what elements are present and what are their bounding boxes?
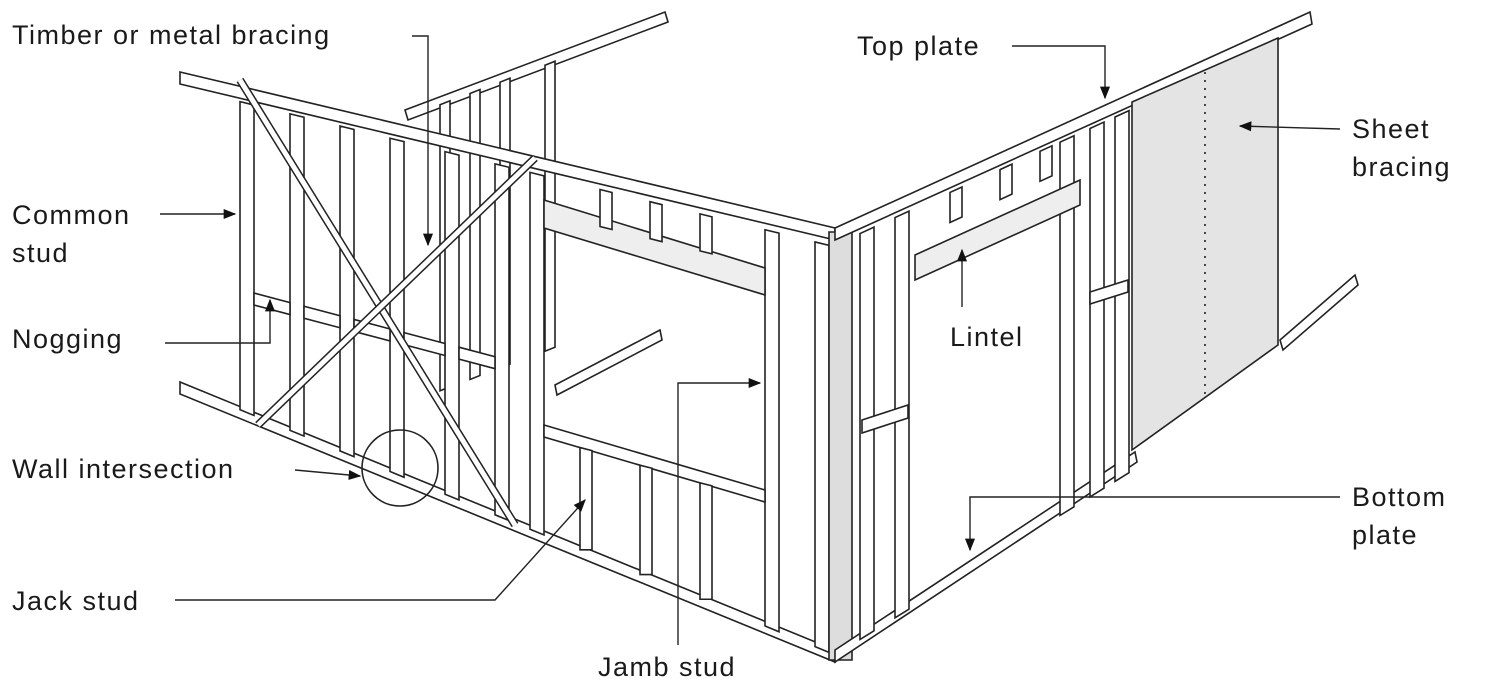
wall-intersection-circle <box>361 429 439 507</box>
label-jack-stud: Jack stud <box>12 586 140 616</box>
stud <box>814 240 830 654</box>
cripple-stud <box>1039 144 1053 183</box>
leader-timber-bracing <box>412 35 434 247</box>
back-wall-bottom-plate <box>554 328 663 397</box>
corner-stud <box>828 231 853 661</box>
nogging <box>458 346 496 370</box>
label-bottom-plate-line1: Bottom <box>1352 482 1447 512</box>
leader-jack-stud <box>175 499 586 601</box>
label-timber-bracing: Timber or metal bracing <box>12 20 331 50</box>
leader-top-plate <box>1012 45 1111 100</box>
stud <box>1114 109 1130 483</box>
right-wall-top-plate <box>834 10 1313 242</box>
leader-jamb-stud <box>677 377 762 645</box>
stud <box>289 112 305 438</box>
cripple-stud <box>599 188 613 231</box>
sheet-bracing-panel <box>1131 36 1279 452</box>
stud <box>764 228 780 633</box>
nogging <box>303 305 341 329</box>
cripple-stud <box>699 212 713 255</box>
label-bottom-plate-line2: plate <box>1352 520 1419 550</box>
jack-stud <box>579 446 593 551</box>
window-sill <box>543 423 766 504</box>
diagonal-brace-fill <box>256 156 537 427</box>
stud <box>444 150 460 502</box>
stud <box>1089 120 1105 499</box>
cripple-stud <box>649 200 663 243</box>
stud <box>389 137 405 479</box>
label-jamb-stud: Jamb stud <box>598 652 737 682</box>
label-common-stud-line2: stud <box>12 238 70 268</box>
stud <box>239 100 255 417</box>
leader-wall-intersection <box>294 469 362 480</box>
nogging <box>1089 278 1129 306</box>
nogging <box>253 292 291 316</box>
label-wall-intersection: Wall intersection <box>12 454 235 484</box>
leader-bottom-plate <box>964 496 1340 552</box>
nogging <box>861 403 909 435</box>
stud <box>494 162 510 522</box>
leader-nogging <box>165 298 276 344</box>
stud <box>1059 134 1075 517</box>
back-wall-stud <box>469 88 481 381</box>
stud <box>529 171 545 537</box>
cripple-stud <box>949 185 963 224</box>
diagonal-brace-fill <box>237 78 518 527</box>
right-lintel <box>914 178 1081 282</box>
cripple-stud <box>999 162 1013 201</box>
leader-sheet-bracing <box>1238 121 1341 132</box>
label-sheet-bracing-line1: Sheet <box>1352 114 1431 144</box>
jack-stud <box>699 481 713 601</box>
label-top-plate: Top plate <box>857 31 981 61</box>
label-common-stud-line1: Common <box>12 200 131 230</box>
label-sheet-bracing-line2: bracing <box>1352 152 1452 182</box>
stud <box>859 225 875 641</box>
jack-stud <box>639 464 653 576</box>
label-nogging: Nogging <box>12 324 124 354</box>
right-back-plate <box>1279 273 1359 352</box>
stud <box>339 125 355 458</box>
label-lintel: Lintel <box>950 322 1024 352</box>
